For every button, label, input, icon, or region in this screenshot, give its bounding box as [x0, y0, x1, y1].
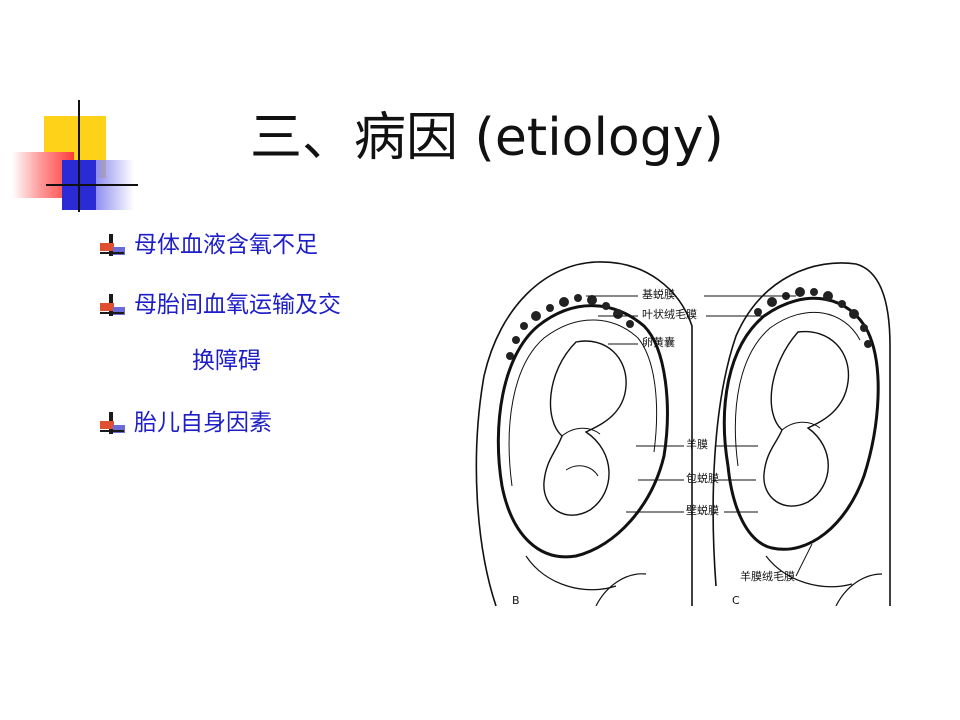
- bullet-marker-icon: [100, 412, 125, 434]
- bullet-text: 母体血液含氧不足: [134, 232, 318, 258]
- label-decidua-basalis: 基蜕膜: [642, 288, 675, 301]
- label-decidua-capsularis: 包蜕膜: [686, 472, 719, 485]
- panel-letter-c: C: [732, 594, 740, 607]
- bullet-text: 母胎间血氧运输及交: [134, 292, 341, 318]
- decorative-horizontal-line: [46, 184, 138, 186]
- label-chorion-frondosum: 叶状绒毛膜: [642, 308, 697, 321]
- bullet-continuation-text: 换障碍: [192, 348, 261, 374]
- label-decidua-parietalis: 壁蜕膜: [686, 504, 719, 517]
- fetal-membranes-illustration: [475, 261, 891, 607]
- panel-letter-b: B: [512, 594, 520, 607]
- label-amnion: 羊膜: [686, 438, 708, 451]
- bullet-marker-icon: [100, 294, 125, 316]
- bullet-marker-icon: [100, 234, 125, 256]
- decorative-vertical-line: [78, 100, 80, 212]
- fetal-membranes-figure: 基蜕膜 叶状绒毛膜 卵黄囊 羊膜 包蜕膜 壁蜕膜 羊膜绒毛膜 B C: [466, 256, 896, 607]
- label-amniochorion: 羊膜绒毛膜: [740, 570, 795, 583]
- label-yolk-sac: 卵黄囊: [642, 336, 675, 349]
- slide-title: 三、病因 (etiology): [250, 108, 724, 168]
- bullet-text: 胎儿自身因素: [134, 410, 272, 436]
